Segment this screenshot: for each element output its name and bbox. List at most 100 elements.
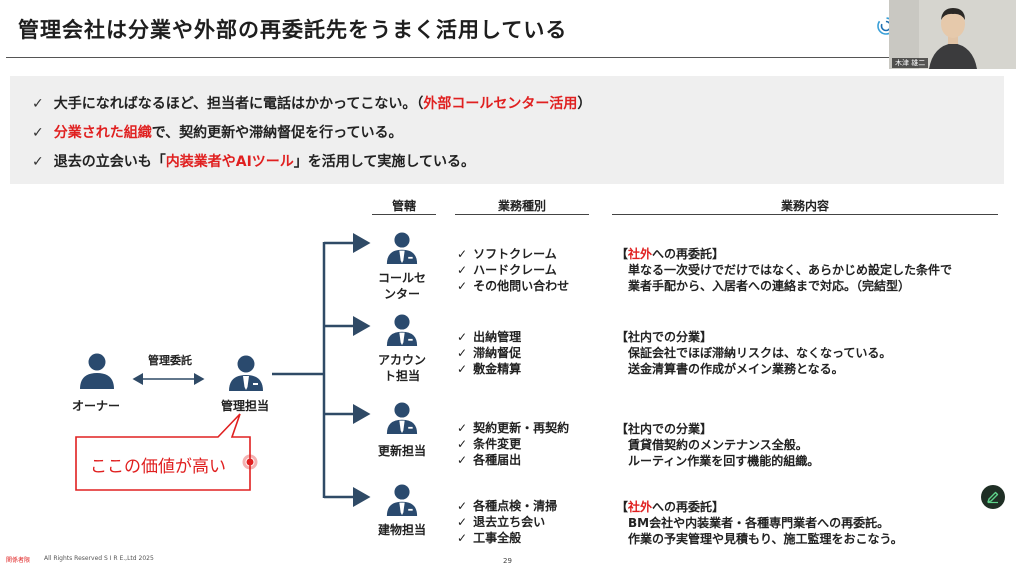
description-title-highlight: 社外 [628,500,653,514]
summary-highlight: 内装業者やAIツール [165,154,294,170]
role-label-line: アカウン [377,353,426,367]
annotate-button[interactable] [981,485,1005,509]
summary-text: 」を活用して実施している。 [293,154,475,170]
title-divider [6,57,1010,58]
summary-text: 退去の立会いも「 [53,154,166,170]
renewal-person-icon [386,402,418,434]
building-person-icon [386,484,418,516]
check-icon: ✓ [457,531,468,545]
check-icon: ✓ [457,437,468,451]
role-label: 建物担当 [366,522,438,538]
summary-text: 大手になればなるほど、担当者に電話はかかってこない。（ [53,96,424,112]
task-description: 【社内での分業】 保証会社でほぼ滞納リスクは、なくなっている。 送金清算書の作成… [616,329,891,377]
slide-title: 管理会社は分業や外部の再委託先をうまく活用している [18,18,568,42]
task-description: 【社内での分業】 賃貸借契約のメンテナンス全般。 ルーティン作業を回す機能的組織… [616,421,819,469]
summary-row: ✓ 分業された組織で、契約更新や滞納督促を行っている。 [32,122,402,142]
role-label: 更新担当 [366,443,438,459]
task-text: 敷金精算 [473,362,522,376]
summary-row: ✓大手になればなるほど、担当者に電話はかかってこない。（外部コールセンター活用） [32,93,591,113]
check-icon: ✓ [457,263,468,277]
description-line: 保証会社でほぼ滞納リスクは、なくなっている。 [628,346,892,360]
task-item: ✓ ソフトクレーム [457,246,569,262]
check-icon: ✓ [457,499,468,513]
description-title-text: 【社内での分業】 [616,330,713,344]
description-title: 【社内での分業】 [616,421,819,437]
manager-person-icon [229,355,263,391]
summary-text: で、契約更新や滞納督促を行っている。 [151,125,403,141]
summary-row: ✓退去の立会いも「内装業者やAIツール」を活用して実施している。 [32,151,475,171]
check-icon: ✓ [457,362,468,376]
description-title-highlight: 社外 [628,247,653,261]
task-item: ✓退去立ち会い [457,514,557,530]
task-text: 条件変更 [473,437,522,451]
description-line: 賃貸借契約のメンテナンス全般。 [628,438,808,452]
task-text: ハードクレーム [473,263,557,277]
task-text: ソフトクレーム [473,247,557,261]
description-title: 【社外への再委託】 [616,499,903,515]
summary-text: ） [577,96,592,112]
task-text: 各種点検・清掃 [473,499,558,513]
description-title-text: への再委託】 [652,500,725,514]
description-title: 【社内での分業】 [616,329,891,345]
task-list: ✓ ソフトクレーム ✓ ハードクレーム ✓ その他問い合わせ [457,246,569,294]
task-text: 各種届出 [473,453,522,467]
description-title-text: 【 [616,500,629,514]
description-line: 送金清算書の作成がメイン業務となる。 [628,362,844,376]
task-item: ✓ その他問い合わせ [457,278,569,294]
task-list: ✓ 各種点検・清掃 ✓退去立ち会い ✓ 工事全般 [457,498,557,546]
task-description: 【社外への再委託】 BM会社や内装業者・各種専門業者への再委託。 作業の予実管理… [616,499,903,547]
role-label-line: ト担当 [383,369,420,383]
participant-name: 木津 雄二 [892,58,929,68]
summary-highlight: 外部コールセンター活用 [423,96,578,112]
check-icon: ✓ [457,346,468,360]
description-title-text: への再委託】 [652,247,725,261]
description-title-text: 【 [616,247,629,261]
description-line: 単なる一次受けでだけではなく、あらかじめ設定した条件で [628,263,953,277]
role-label-line: ンター [383,287,420,301]
participant-video-tile[interactable] [889,0,1016,69]
summary-box: ✓大手になればなるほど、担当者に電話はかかってこない。（外部コールセンター活用）… [10,76,1004,184]
role-label-line: 建物担当 [377,523,426,537]
task-description: 【社外への再委託】 単なる一次受けでだけではなく、あらかじめ設定した条件で 業者… [616,246,952,294]
column-rule [455,214,589,215]
task-item: ✓ 敷金精算 [457,361,521,377]
task-item: ✓ 契約更新・再契約 [457,420,569,436]
task-item: ✓ 条件変更 [457,436,569,452]
task-text: 工事全般 [473,531,522,545]
description-line: ルーティン作業を回す機能的組織。 [628,454,820,468]
summary-highlight: 分業された組織 [53,125,152,141]
callout-shape [75,413,251,491]
task-item: ✓ 各種点検・清掃 [457,498,557,514]
account-person-icon [386,314,418,346]
column-rule [372,214,436,215]
callout-text: ここの価値が高い [90,457,226,477]
description-title: 【社外への再委託】 [616,246,952,262]
manager-label: 管理担当 [220,399,269,413]
check-icon: ✓ [32,125,44,141]
task-text: その他問い合わせ [473,279,570,293]
task-text: 契約更新・再契約 [473,421,570,435]
check-icon: ✓ [457,279,468,293]
role-label-line: 更新担当 [377,444,426,458]
check-icon: ✓ [457,453,468,467]
task-item: ✓ 工事全般 [457,530,557,546]
role-label: アカウン ト担当 [366,352,438,384]
check-icon: ✓ [457,247,468,261]
task-item: ✓ ハードクレーム [457,262,569,278]
description-line: BM会社や内装業者・各種専門業者への再委託。 [628,516,890,530]
description-line: 作業の予実管理や見積もり、施工監理をおこなう。 [628,532,903,546]
copyright-text: All Rights Reserved S I R E.,Ltd 2025 [44,555,154,562]
laser-pointer-dot [246,458,254,466]
column-header-business-type: 業務種別 [497,199,546,213]
task-item: ✓ 各種届出 [457,452,569,468]
role-label-line: コールセ [377,271,426,285]
check-icon: ✓ [457,421,468,435]
contract-arrow-label: 管理委託 [148,354,192,367]
task-list: ✓ 契約更新・再契約 ✓ 条件変更 ✓ 各種届出 [457,420,569,468]
description-title-text: 【社内での分業】 [616,422,713,436]
check-icon: ✓ [457,515,468,529]
task-item: ✓出納管理 [457,329,521,345]
pen-icon [987,491,999,504]
owner-label: オーナー [71,399,120,413]
